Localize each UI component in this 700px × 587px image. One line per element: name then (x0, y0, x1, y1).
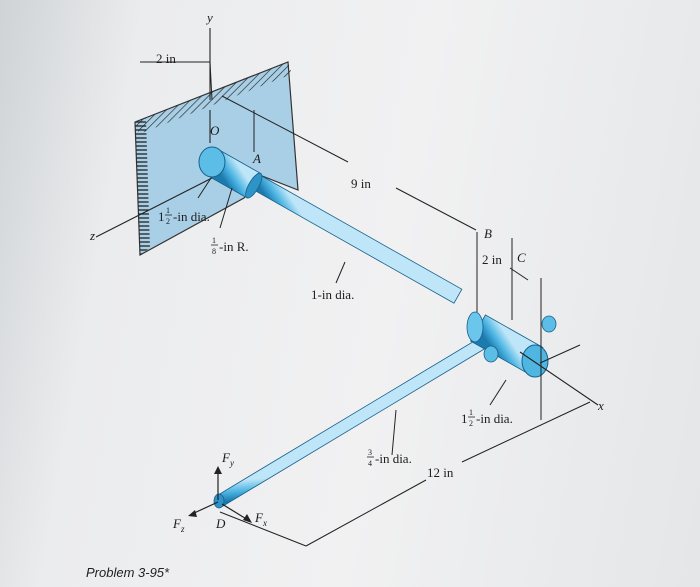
force-fz-sub: z (180, 524, 185, 534)
collar-width-dim: 2 in (482, 252, 502, 267)
z-axis (95, 177, 213, 238)
arm-dia-num: 3 (368, 448, 372, 457)
collar-front (466, 311, 484, 343)
collar-dia-den: 2 (469, 419, 473, 428)
force-fy: F (221, 450, 231, 465)
point-d-label: D (215, 516, 226, 531)
problem-caption: Problem 3-95* (86, 565, 170, 580)
shaft-length-dim: 9 in (351, 176, 371, 191)
wall-left-hatch (135, 118, 150, 255)
y-axis-label: y (205, 10, 213, 25)
fillet-num: 1 (212, 236, 216, 245)
arm-dia-tail: -in dia. (375, 451, 412, 466)
arm-end-upper (541, 315, 557, 333)
arm-length-dim: 12 in (427, 465, 454, 480)
shoulder-dia-tail: -in dia. (173, 209, 210, 224)
main-shaft (251, 174, 463, 304)
point-o-label: O (210, 123, 220, 138)
collar (466, 311, 549, 378)
force-fx-sub: x (262, 518, 267, 528)
labels: y z x 2 in 9 in 2 in 12 in A B C D F y F… (89, 10, 604, 534)
fillet-tail: -in R. (219, 239, 249, 254)
x-axis (519, 351, 599, 406)
z-axis-label: z (89, 228, 95, 243)
arm-dia-den: 4 (368, 459, 372, 468)
shaft-dia: 1-in dia. (311, 287, 354, 302)
point-b-label: B (484, 226, 492, 241)
collar-dia-whole: 1 (461, 411, 468, 426)
arm-stub (483, 345, 499, 363)
x-axis-label: x (597, 398, 604, 413)
force-fy-sub: y (229, 458, 234, 468)
force-fz: F (172, 516, 182, 531)
shoulder: O (198, 123, 263, 199)
shoulder-end (198, 146, 226, 178)
shoulder-dia-num: 1 (166, 206, 170, 215)
x-axis-back (539, 344, 581, 364)
force-arrows (188, 466, 252, 523)
dimension-lines (140, 61, 591, 547)
wall-top-hatch (135, 62, 292, 134)
arm-end-d (213, 493, 225, 509)
point-c-label: C (517, 250, 526, 265)
fillet-den: 8 (212, 247, 216, 256)
collar-dia-tail: -in dia. (476, 411, 513, 426)
force-fx: F (254, 510, 264, 525)
point-a-label: A (252, 151, 261, 166)
wall-offset-dim: 2 in (156, 51, 176, 66)
shoulder-dia-den: 2 (166, 217, 170, 226)
collar-dia-num: 1 (469, 408, 473, 417)
shoulder-dia-whole: 1 (158, 209, 165, 224)
